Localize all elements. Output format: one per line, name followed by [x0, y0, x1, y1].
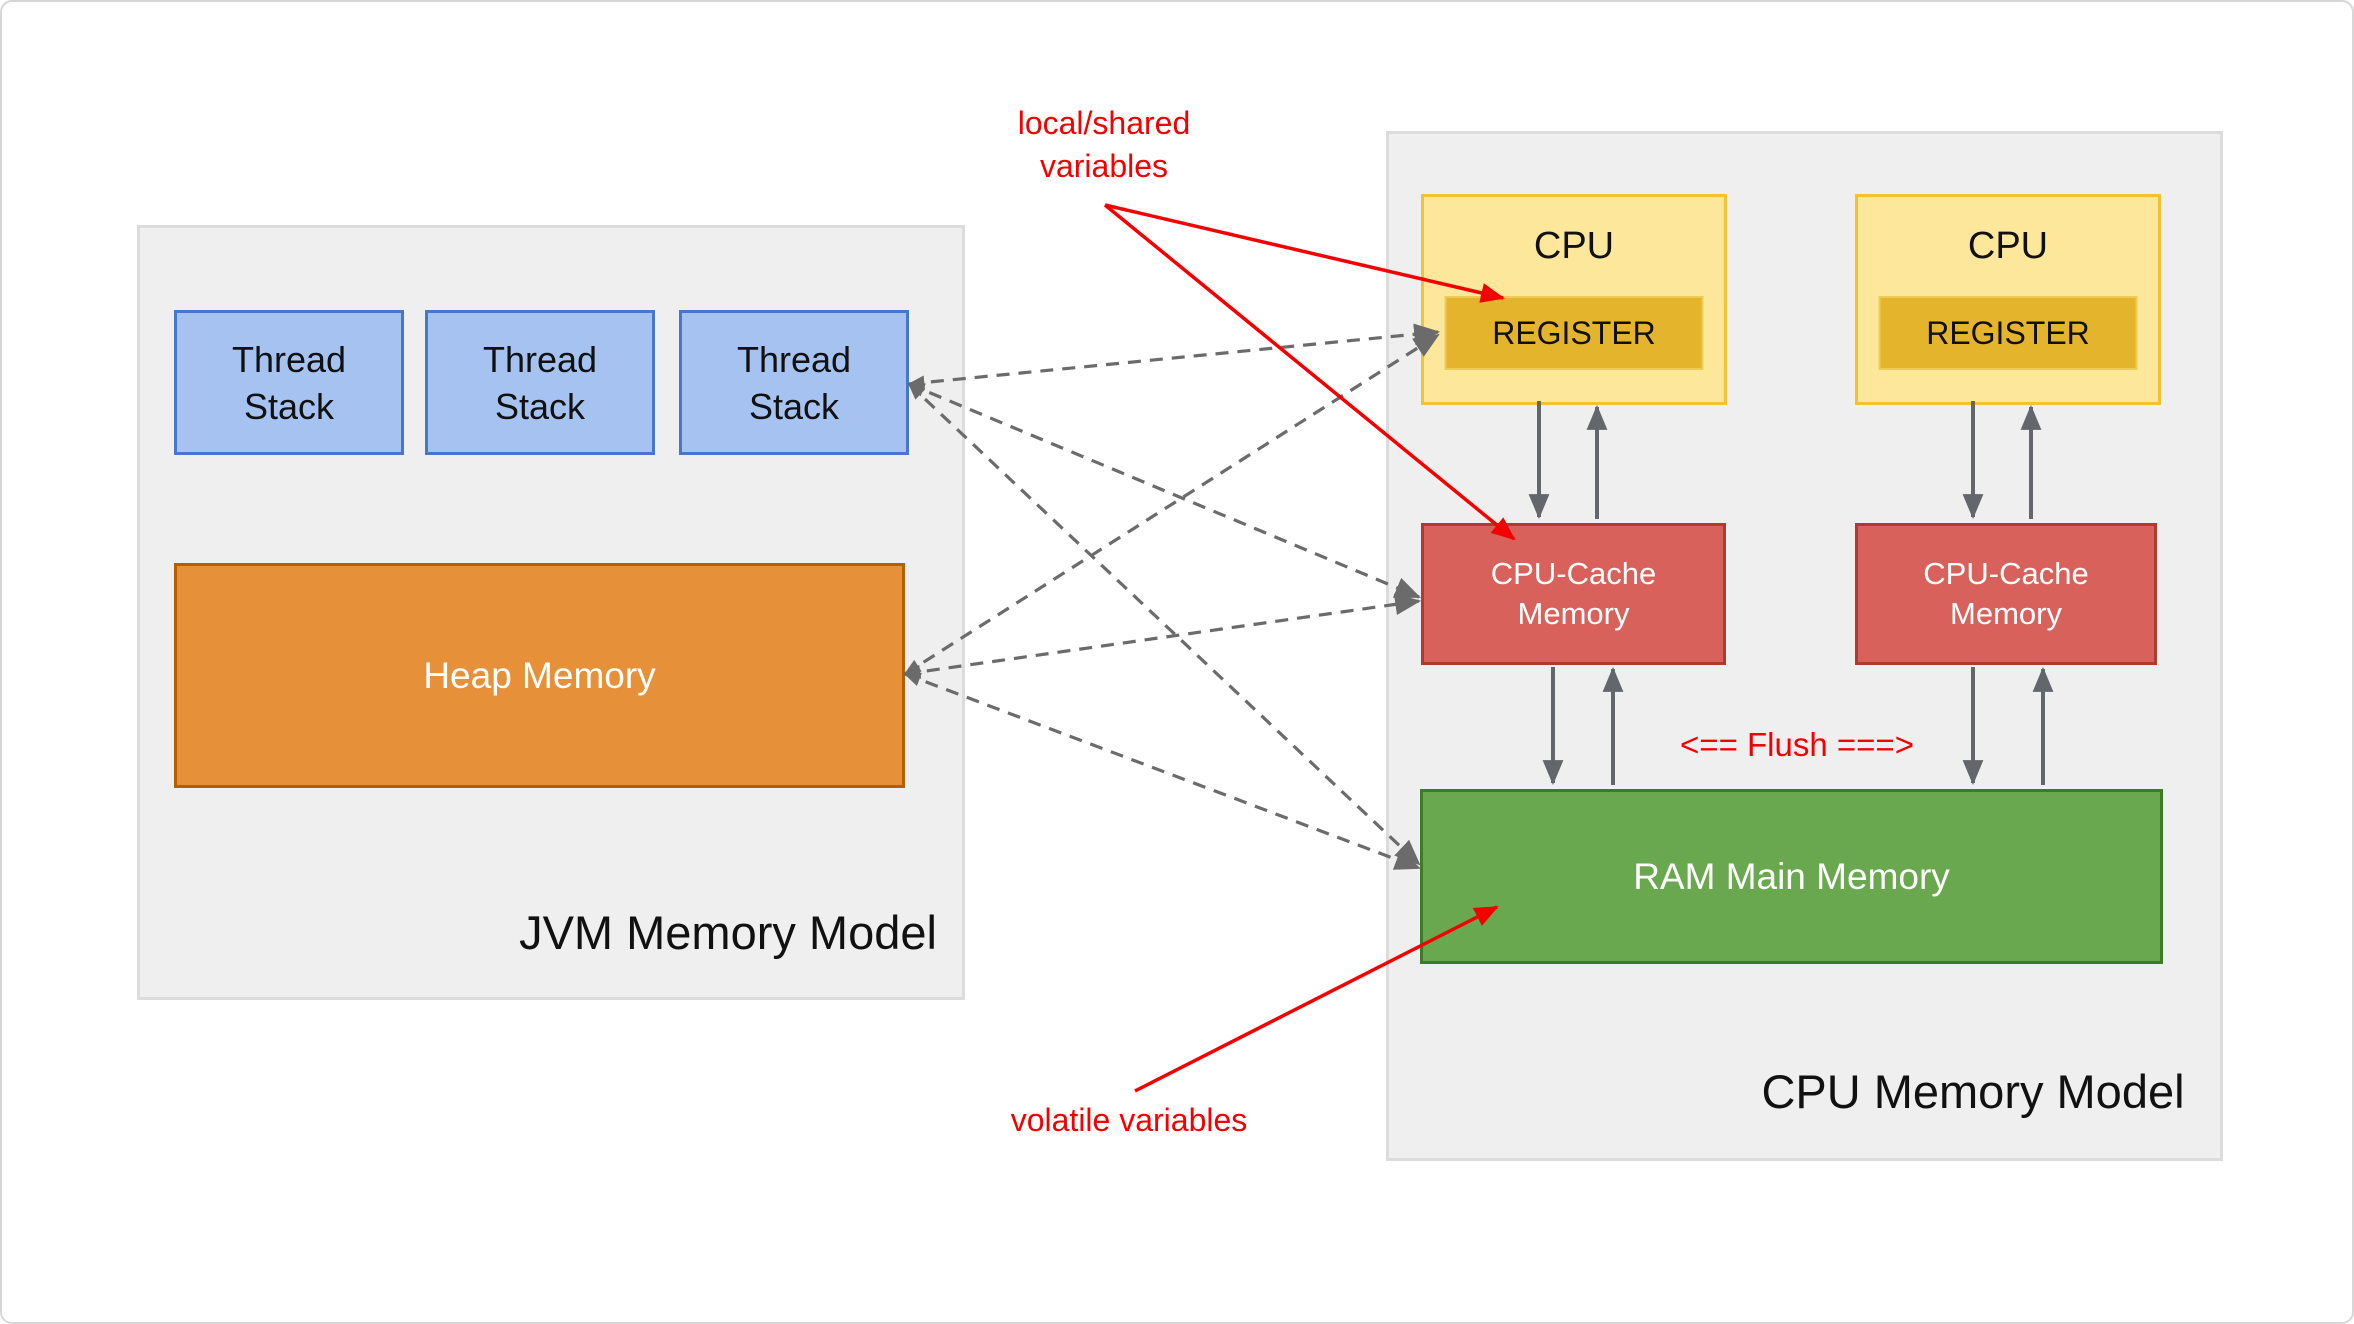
cpu-box-2: CPU REGISTER: [1855, 194, 2161, 405]
thread-stack-label: Thread Stack: [736, 338, 852, 427]
thread-stack-label: Thread Stack: [231, 338, 347, 427]
ram-main-memory-label: RAM Main Memory: [1633, 855, 1950, 897]
register-label: REGISTER: [1926, 314, 2090, 351]
cpu-cache-label: CPU-Cache Memory: [1923, 556, 2089, 631]
dashed-links-thread-stack: [907, 323, 1441, 866]
cpu-cache-box-2: CPU-Cache Memory: [1855, 523, 2157, 665]
volatile-variables-annotation: volatile variables: [1010, 1102, 1248, 1138]
heap-memory-label: Heap Memory: [423, 654, 656, 696]
thread-stack-box-3: Thread Stack: [679, 310, 909, 455]
register-box-1: REGISTER: [1444, 296, 1704, 370]
cpu-cache-box-1: CPU-Cache Memory: [1421, 523, 1726, 665]
local-shared-variables-annotation: local/shared variables: [1017, 105, 1191, 184]
heap-memory-box: Heap Memory: [174, 563, 905, 788]
dashed-links-heap: [903, 333, 1440, 870]
cpu-cache-label: CPU-Cache Memory: [1490, 556, 1657, 631]
cpu-label: CPU: [1533, 225, 1615, 267]
thread-stack-box-2: Thread Stack: [425, 310, 655, 455]
thread-stack-box-1: Thread Stack: [174, 310, 404, 455]
jvm-panel-title: JVM Memory Model: [519, 906, 937, 959]
register-label: REGISTER: [1492, 314, 1656, 351]
cpu-box-1: CPU REGISTER: [1421, 194, 1727, 405]
ram-main-memory-box: RAM Main Memory: [1420, 789, 2163, 964]
flush-annotation: <== Flush ===>: [1680, 726, 1914, 763]
register-box-2: REGISTER: [1878, 296, 2138, 370]
cpu-label: CPU: [1967, 225, 2049, 267]
thread-stack-label: Thread Stack: [482, 338, 598, 427]
cpu-panel-title: CPU Memory Model: [1761, 1065, 2185, 1118]
